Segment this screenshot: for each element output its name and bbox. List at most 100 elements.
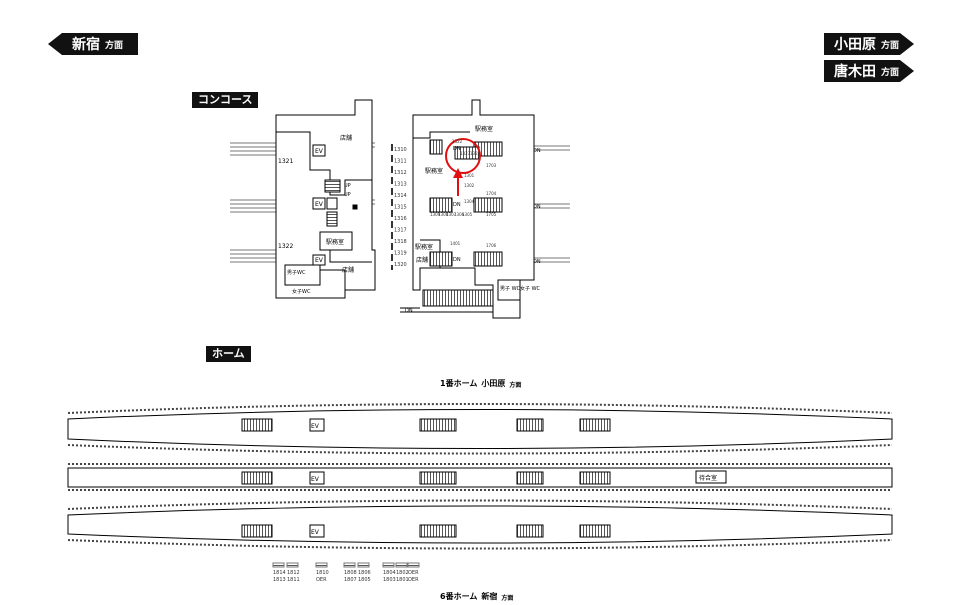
car-marker <box>315 562 328 568</box>
stairs-icon <box>241 524 273 538</box>
gate-number: 1319 <box>394 251 407 257</box>
car-label-group: 18141813181218111810OER18081807180618051… <box>272 562 420 583</box>
gate-number-list: 1310131113121313131413151316131713181319… <box>394 147 407 268</box>
stair-label: 1401 <box>450 241 461 246</box>
stairs-icon <box>579 471 611 485</box>
platform-1 <box>67 409 893 449</box>
stair-label: 1308 <box>438 212 449 217</box>
car-label-top: 1802 <box>396 570 409 576</box>
direction-name: 新宿 <box>72 37 100 53</box>
stair-label: 1309 <box>430 212 441 217</box>
ev-label: EV <box>311 529 320 536</box>
stairs-icon <box>516 471 544 485</box>
gate-number: 1318 <box>394 239 407 245</box>
stairs-icon <box>419 524 457 538</box>
dn-label: DN <box>453 202 461 208</box>
car-label-bottom: 1811 <box>287 577 300 583</box>
caption-dest: 新宿 <box>481 592 498 601</box>
car-marker <box>272 562 285 568</box>
car-marker <box>343 562 356 568</box>
stairs-icon <box>579 418 611 432</box>
car-marker <box>286 562 299 568</box>
direction-suffix: 方面 <box>881 40 900 51</box>
stair-label: 1306 <box>454 212 465 217</box>
ev-label: EV <box>311 476 320 483</box>
exit-1322: 1322 <box>278 243 293 250</box>
gate-number: 1320 <box>394 262 407 268</box>
stair-label: 1706 <box>486 243 497 248</box>
female-wc-label: 女子 WC <box>520 285 541 292</box>
stairs-icon <box>579 524 611 538</box>
gate-number: 1315 <box>394 205 407 211</box>
platform-1-caption: 1番ホーム 小田原 方面 <box>440 378 521 389</box>
direction-suffix: 方面 <box>881 67 900 78</box>
direction-tag-shinjuku: 新宿方面 <box>48 33 138 55</box>
car-label-top: 1804 <box>383 570 396 576</box>
stair-label: 1322 <box>452 139 463 144</box>
stair-label: 1324 <box>470 151 481 156</box>
gate-number: 1314 <box>394 193 407 199</box>
platform-label: ホーム <box>206 346 251 362</box>
car-label-bottom: OER <box>408 577 419 583</box>
gate-number: 1312 <box>394 170 407 176</box>
car-marker <box>382 562 395 568</box>
platform-6 <box>67 505 893 544</box>
stairs-icon <box>419 471 457 485</box>
platform-6-caption: 6番ホーム 新宿 方面 <box>440 591 513 602</box>
stairs-icon <box>241 418 273 432</box>
elevator-icon <box>309 471 325 485</box>
dn-label: DN <box>533 204 541 210</box>
stair-label: 1301 <box>464 173 475 178</box>
elevator-icon <box>309 524 325 538</box>
up-label: UP <box>344 183 351 189</box>
stair-label: 1307 <box>446 212 457 217</box>
ev-label: EV <box>311 423 320 430</box>
car-label-bottom: 1801 <box>396 577 409 583</box>
ev-label: EV <box>315 257 324 264</box>
stairs-icon <box>241 471 273 485</box>
elevator-icon <box>309 418 325 432</box>
car-label-top: 1806 <box>358 570 371 576</box>
caption-suffix: 方面 <box>501 595 514 602</box>
stair-label: 1705 <box>486 212 497 217</box>
current-location-marker <box>445 138 481 174</box>
up-label: UP <box>344 192 351 198</box>
car-label-bottom: 1805 <box>358 577 371 583</box>
stairs-icon <box>516 418 544 432</box>
direction-tag-karakida: 唐木田方面 <box>824 60 914 82</box>
station-office-top: 駅務室 <box>475 125 493 133</box>
car-label-bottom: OER <box>316 577 327 583</box>
car-label-top: OER <box>408 570 419 576</box>
direction-name: 唐木田 <box>834 64 876 80</box>
female-wc-label: 女子WC <box>292 288 311 295</box>
car-label-bottom: 1807 <box>344 577 357 583</box>
car-label-top: 1808 <box>344 570 357 576</box>
stairs-icon <box>419 418 457 432</box>
caption-dest: 小田原 <box>481 379 506 388</box>
concourse-left-map <box>230 99 376 299</box>
male-wc-label: 男子WC <box>287 269 306 276</box>
gate-number: 1317 <box>394 228 407 234</box>
dn-label: DN <box>533 259 541 265</box>
gate-number: 1311 <box>394 159 407 165</box>
car-marker <box>395 562 408 568</box>
gate-number: 1316 <box>394 216 407 222</box>
shop-top-label: 店舗 <box>340 134 352 142</box>
arrow-head-icon <box>453 168 463 178</box>
car-label-top: 1810 <box>316 570 329 576</box>
car-label-top: 1814 <box>273 570 286 576</box>
shop-label: 店舗 <box>416 256 428 264</box>
stair-label: 1302 <box>464 183 475 188</box>
stair-label: 1704 <box>486 191 497 196</box>
platform-middle <box>67 467 893 488</box>
dn-label: DN <box>453 146 461 152</box>
station-office-left: 駅務室 <box>425 167 443 175</box>
concourse-label: コンコース <box>192 92 259 108</box>
dn-label: DN <box>405 308 413 314</box>
dn-label: DN <box>533 148 541 154</box>
car-label-bottom: 1803 <box>383 577 396 583</box>
stair-label: 1305 <box>462 212 473 217</box>
caption-main: 6番ホーム <box>440 592 478 601</box>
stair-label: 1323 <box>460 151 471 156</box>
